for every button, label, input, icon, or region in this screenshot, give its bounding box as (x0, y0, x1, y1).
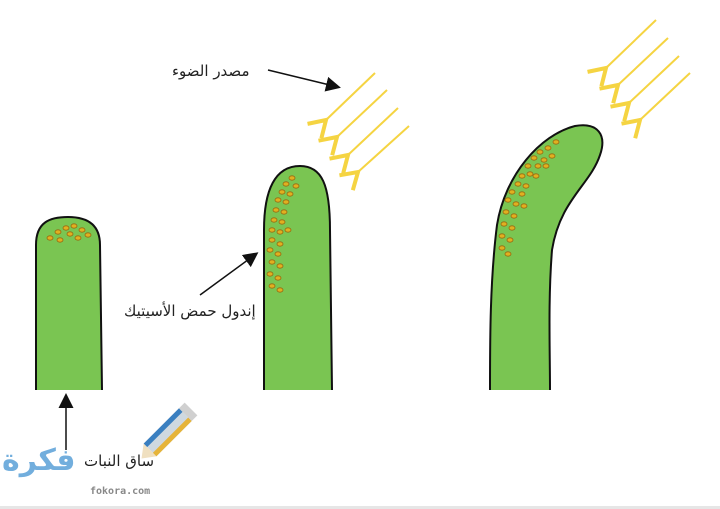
auxin-dots-even (46, 223, 92, 243)
watermark-site: fokora.com (90, 486, 151, 497)
auxin-dot (268, 259, 276, 265)
auxin-dot (276, 287, 284, 293)
light-source-label: مصدر الضوء (172, 62, 250, 80)
watermark-pencil-icon (141, 402, 198, 459)
auxin-dot (282, 181, 290, 187)
auxin-dot (506, 237, 514, 243)
auxin-dot (526, 171, 534, 177)
auxin-dot (74, 235, 82, 241)
auxin-dot (282, 199, 290, 205)
stem-lit (263, 164, 333, 391)
watermark-logo: فكرة (2, 443, 76, 478)
auxin-dot (268, 283, 276, 289)
auxin-dots-shaded-side (266, 175, 300, 293)
auxin-dot (512, 201, 520, 207)
auxin-dot (78, 227, 86, 233)
bottom-border (0, 506, 720, 509)
auxin-dot (66, 231, 74, 237)
light-rays-middle (307, 72, 410, 191)
auxin-dot (518, 173, 526, 179)
auxin-dot (530, 155, 538, 161)
auxin-dot (522, 183, 530, 189)
auxin-dot (278, 189, 286, 195)
auxin-dot (508, 225, 516, 231)
auxin-dot (284, 227, 292, 233)
auxin-dot (270, 217, 278, 223)
auxin-dot (532, 173, 540, 179)
auxin-dot (266, 271, 274, 277)
auxin-dots-bent (498, 139, 560, 257)
auxin-dot (502, 209, 510, 215)
auxin-dot (70, 223, 78, 229)
auxin-dot (518, 191, 526, 197)
auxin-dot (292, 183, 300, 189)
auxin-dot (46, 235, 54, 241)
auxin-dot (514, 181, 522, 187)
auxin-dot (274, 251, 282, 257)
auxin-label: إندول حمض الأسيتيك (124, 302, 256, 320)
auxin-dot (534, 163, 542, 169)
auxin-dot (540, 157, 548, 163)
auxin-dot (520, 203, 528, 209)
light-rays-right (587, 19, 691, 139)
auxin-dot (510, 213, 518, 219)
auxin-dot (548, 153, 556, 159)
stem-straight (35, 215, 103, 391)
auxin-dot (274, 275, 282, 281)
auxin-dot (504, 197, 512, 203)
auxin-dot (54, 229, 62, 235)
auxin-dot (286, 191, 294, 197)
auxin-dot (280, 209, 288, 215)
auxin-dot (272, 207, 280, 213)
stem-bent (489, 124, 604, 391)
auxin-dot (500, 221, 508, 227)
auxin-dot (278, 219, 286, 225)
auxin-dot (268, 227, 276, 233)
auxin-dot (276, 241, 284, 247)
auxin-dot (504, 251, 512, 257)
auxin-dot (508, 189, 516, 195)
auxin-arrow (199, 252, 259, 296)
auxin-dot (268, 237, 276, 243)
auxin-dot (288, 175, 296, 181)
auxin-dot (542, 163, 550, 169)
auxin-dot (274, 197, 282, 203)
auxin-dot (552, 139, 560, 145)
auxin-dot (544, 145, 552, 151)
auxin-dot (276, 263, 284, 269)
stem-label: ساق النبات (84, 452, 155, 470)
auxin-dot (498, 245, 506, 251)
auxin-dot (84, 232, 92, 238)
auxin-dot (498, 233, 506, 239)
auxin-dot (536, 149, 544, 155)
auxin-dot (266, 247, 274, 253)
auxin-dot (276, 229, 284, 235)
auxin-dot (62, 225, 70, 231)
light-source-arrow (267, 69, 341, 92)
auxin-dot (56, 237, 64, 243)
auxin-dot (524, 163, 532, 169)
